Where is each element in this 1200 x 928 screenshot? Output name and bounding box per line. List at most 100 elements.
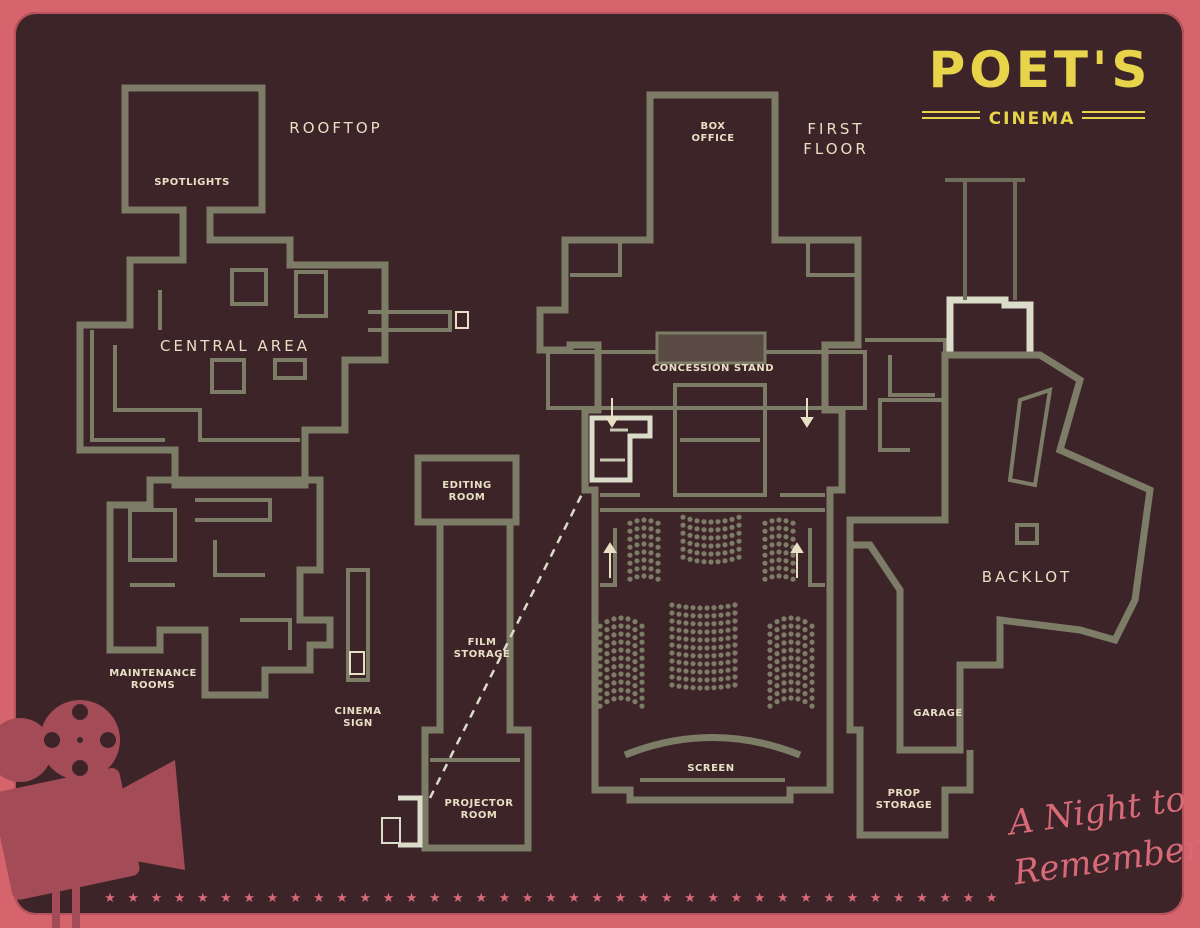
star-icon: ★ bbox=[336, 891, 348, 906]
seat bbox=[781, 688, 787, 694]
seat bbox=[680, 554, 686, 560]
seat bbox=[669, 634, 675, 640]
seat bbox=[611, 624, 617, 630]
seat bbox=[641, 557, 647, 563]
seat bbox=[597, 631, 603, 637]
seat bbox=[725, 635, 731, 641]
seat bbox=[781, 680, 787, 686]
seat bbox=[718, 676, 724, 682]
seat bbox=[781, 648, 787, 654]
seat bbox=[809, 679, 815, 685]
label-prop-storage-2: STORAGE bbox=[876, 800, 933, 811]
seat bbox=[718, 636, 724, 642]
seat bbox=[732, 650, 738, 656]
seat bbox=[683, 620, 689, 626]
seat bbox=[625, 624, 631, 630]
film-projector-icon bbox=[0, 700, 185, 928]
seat bbox=[732, 682, 738, 688]
star-icon: ★ bbox=[731, 891, 743, 906]
seat bbox=[722, 542, 728, 548]
seat bbox=[802, 699, 808, 705]
seat bbox=[767, 655, 773, 661]
seat bbox=[790, 528, 796, 534]
seat bbox=[676, 675, 682, 681]
seat bbox=[669, 674, 675, 680]
seat bbox=[769, 566, 775, 572]
seat bbox=[809, 647, 815, 653]
seat bbox=[729, 540, 735, 546]
seat bbox=[708, 519, 714, 525]
label-first-floor: FIRST bbox=[807, 120, 864, 138]
seat bbox=[641, 517, 647, 523]
seat bbox=[767, 647, 773, 653]
seat bbox=[774, 627, 780, 633]
seat bbox=[632, 651, 638, 657]
seat bbox=[795, 640, 801, 646]
seat bbox=[774, 619, 780, 625]
seat bbox=[680, 522, 686, 528]
seat bbox=[736, 554, 742, 560]
label-box-office: BOX bbox=[701, 121, 726, 132]
seat bbox=[809, 703, 815, 709]
seat bbox=[687, 516, 693, 522]
seat bbox=[639, 647, 645, 653]
seat bbox=[618, 615, 624, 621]
seat bbox=[676, 651, 682, 657]
star-icon: ★ bbox=[963, 891, 975, 906]
seat bbox=[769, 526, 775, 532]
seat bbox=[767, 687, 773, 693]
seat bbox=[669, 650, 675, 656]
seat bbox=[722, 534, 728, 540]
star-icon: ★ bbox=[638, 891, 650, 906]
seat bbox=[711, 653, 717, 659]
seat bbox=[697, 645, 703, 651]
seat bbox=[676, 627, 682, 633]
star-icon: ★ bbox=[429, 891, 441, 906]
seat bbox=[669, 642, 675, 648]
seat bbox=[704, 613, 710, 619]
seat bbox=[683, 684, 689, 690]
seat bbox=[632, 691, 638, 697]
seat bbox=[722, 518, 728, 524]
seat bbox=[774, 667, 780, 673]
seat bbox=[597, 703, 603, 709]
seat bbox=[604, 699, 610, 705]
label-editing-room-2: ROOM bbox=[449, 492, 486, 503]
label-prop-storage: PROP bbox=[888, 788, 921, 799]
seat bbox=[676, 659, 682, 665]
seat bbox=[690, 669, 696, 675]
seat bbox=[625, 696, 631, 702]
stairs-icon bbox=[349, 311, 469, 675]
seat bbox=[627, 576, 633, 582]
seat bbox=[648, 550, 654, 556]
seat bbox=[639, 679, 645, 685]
arrow-icon bbox=[603, 398, 814, 578]
seat bbox=[611, 648, 617, 654]
seat bbox=[718, 652, 724, 658]
seat bbox=[687, 540, 693, 546]
label-backlot: BACKLOT bbox=[982, 568, 1072, 586]
seat bbox=[641, 525, 647, 531]
seat bbox=[767, 703, 773, 709]
seat bbox=[641, 573, 647, 579]
seat bbox=[776, 533, 782, 539]
seat bbox=[669, 666, 675, 672]
seat bbox=[783, 526, 789, 532]
seat bbox=[704, 669, 710, 675]
seat bbox=[802, 659, 808, 665]
seat bbox=[774, 659, 780, 665]
seat bbox=[625, 664, 631, 670]
label-first-floor-2: FLOOR bbox=[803, 140, 869, 158]
seat bbox=[790, 552, 796, 558]
seat bbox=[604, 683, 610, 689]
seat bbox=[711, 629, 717, 635]
seat bbox=[627, 568, 633, 574]
seat bbox=[690, 621, 696, 627]
seat bbox=[725, 659, 731, 665]
seat bbox=[725, 651, 731, 657]
seat bbox=[683, 668, 689, 674]
seat bbox=[795, 616, 801, 622]
seat bbox=[697, 637, 703, 643]
seat bbox=[634, 558, 640, 564]
projection-wing bbox=[381, 454, 592, 852]
